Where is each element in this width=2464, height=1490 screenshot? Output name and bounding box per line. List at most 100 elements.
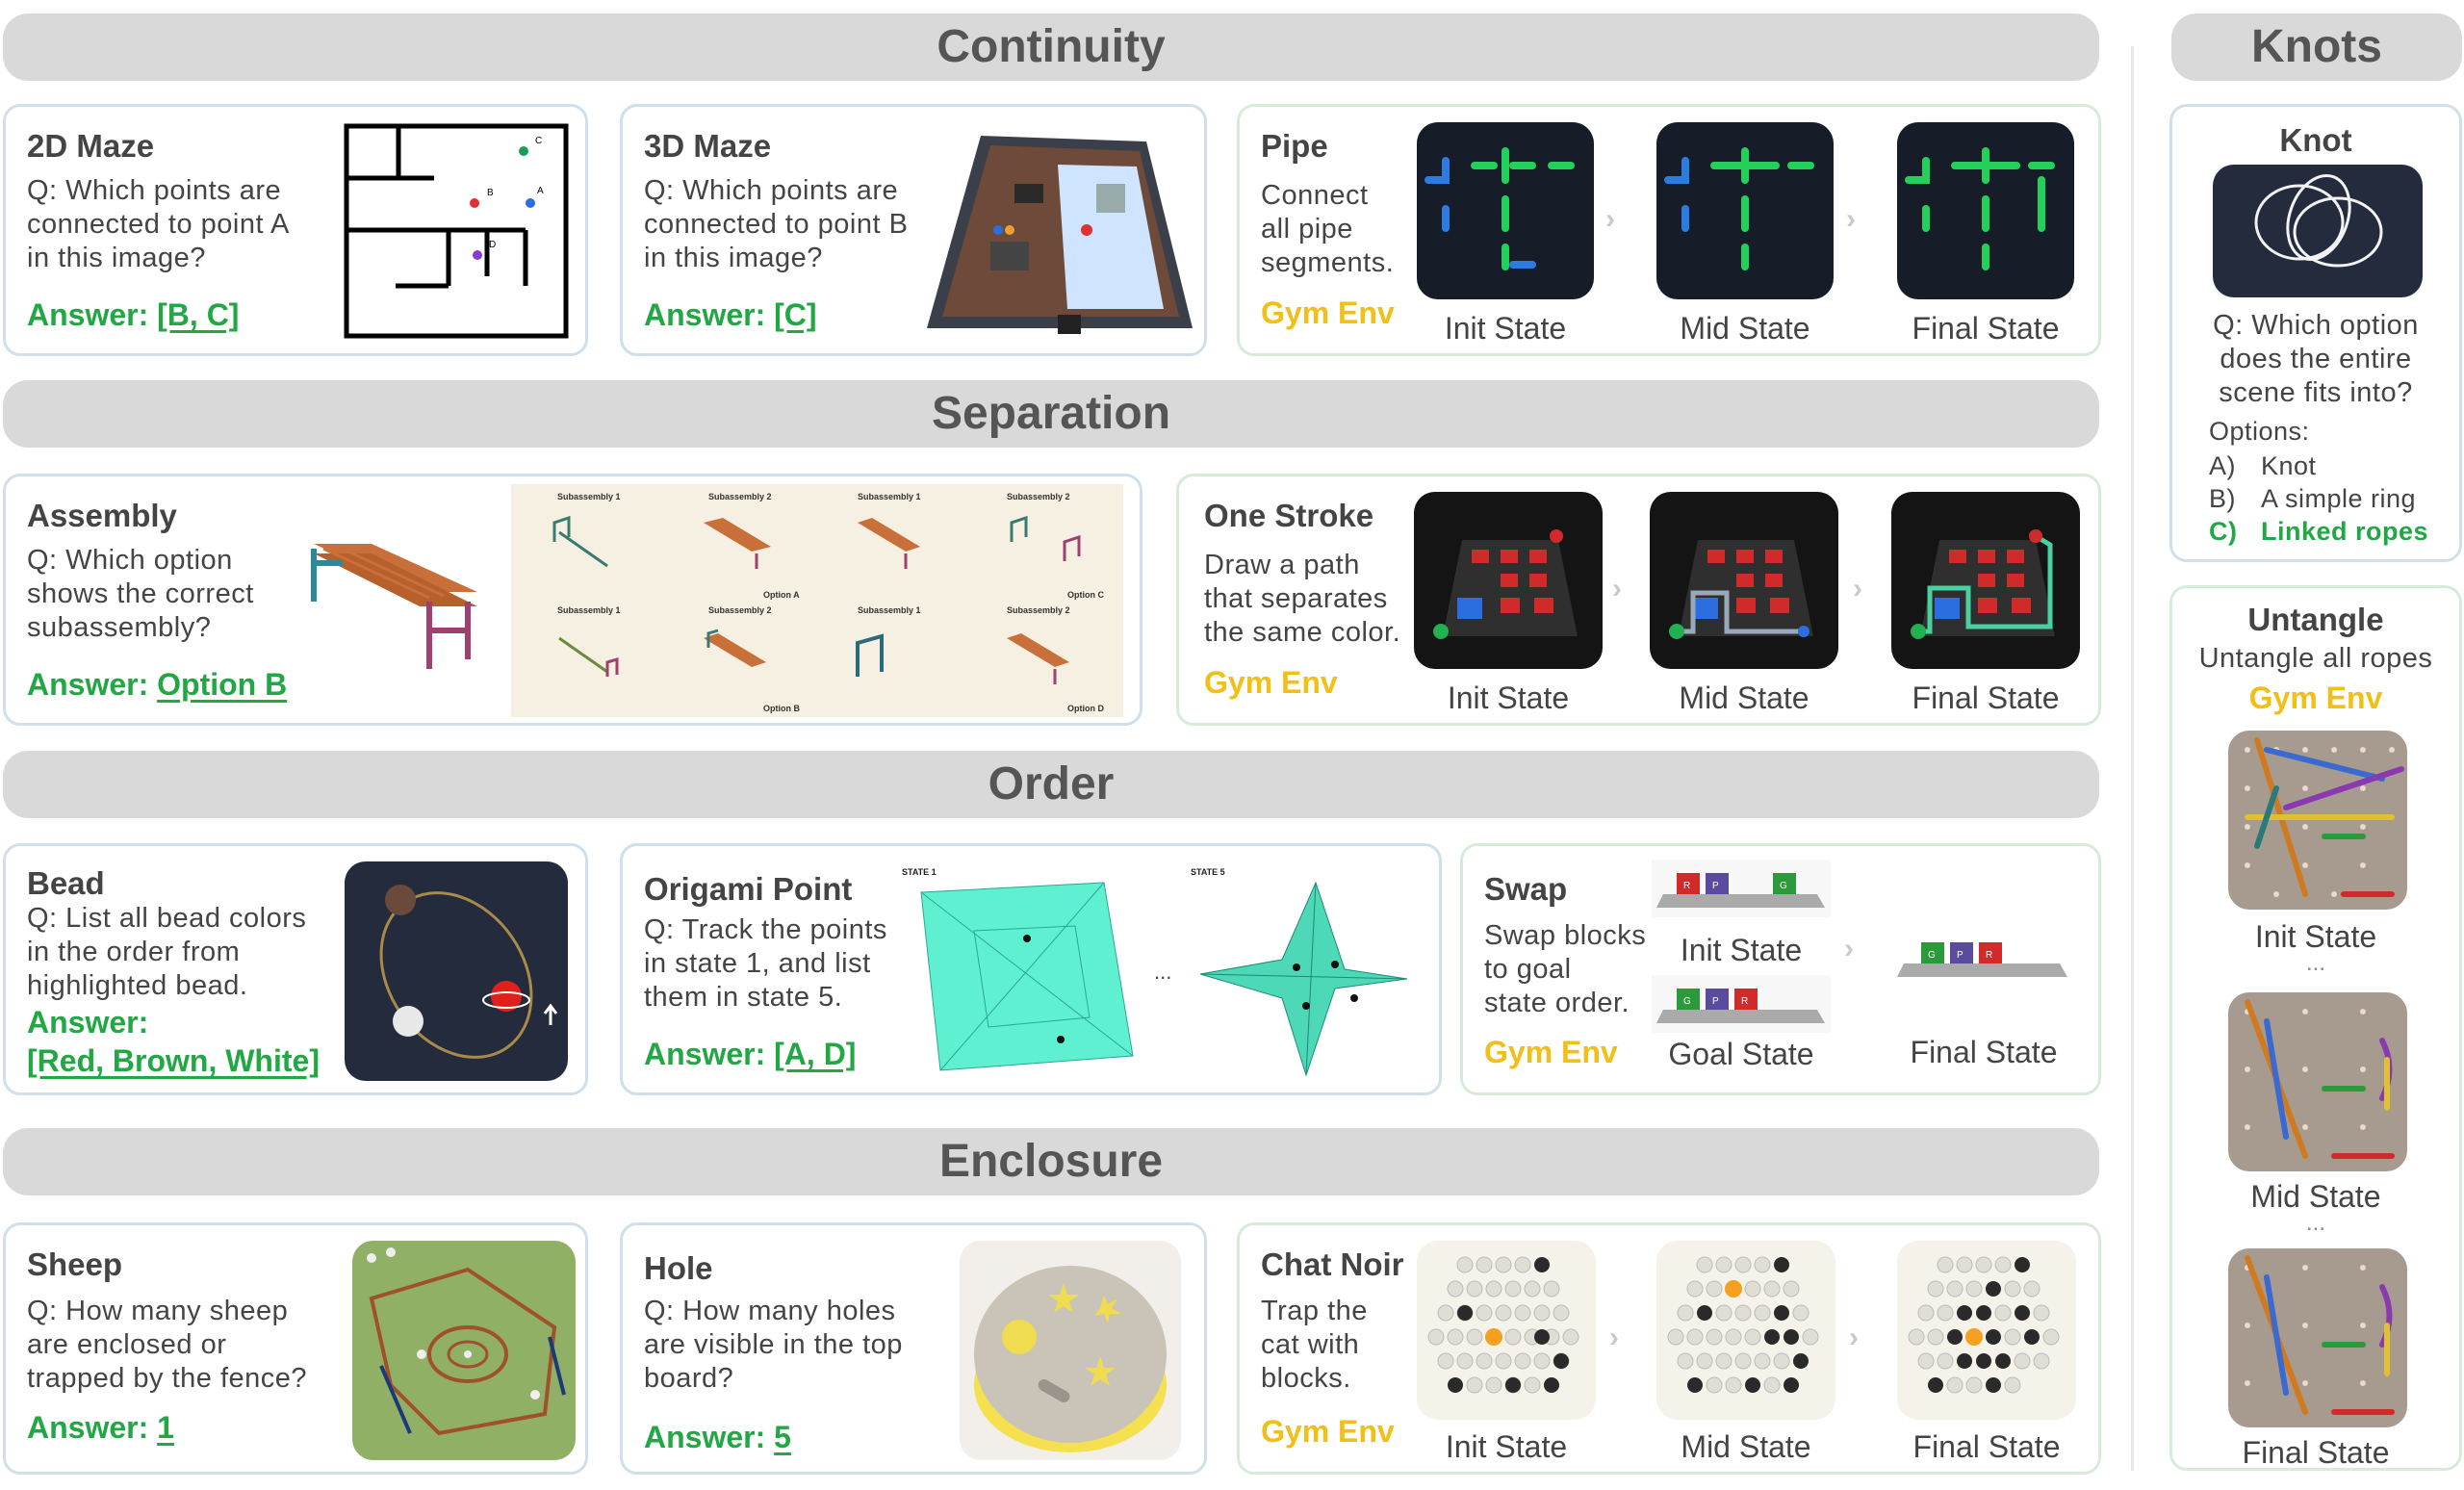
card-title: Sheep <box>27 1246 123 1282</box>
question-line: shows the correct <box>27 578 254 609</box>
onestroke-final-image <box>1891 492 2080 669</box>
state-label: Mid State <box>1681 1429 1811 1464</box>
question-line: Q: List all bead colors <box>27 903 307 934</box>
ellipsis: ... <box>2305 1210 2325 1236</box>
answer-value: [Red, Brown, White] <box>27 1043 320 1079</box>
card-untangle: Untangle Untangle all ropes Gym Env Init… <box>2169 585 2462 1471</box>
chatnoir-init-image <box>1417 1241 1596 1420</box>
question-line: Q: Which option <box>2213 310 2419 341</box>
pipe-final-image <box>1897 122 2074 299</box>
desc-line: that separates <box>1204 583 1388 614</box>
chevron-right-icon: › <box>1605 203 1615 235</box>
answer-value: Option B <box>157 667 288 702</box>
answer-value: [B, C] <box>157 297 240 332</box>
pipe-init-image <box>1417 122 1594 299</box>
state-label: Init State <box>1444 311 1567 346</box>
question-line: highlighted bead. <box>27 970 248 1001</box>
desc-line: the same color. <box>1204 617 1401 648</box>
chevron-right-icon: › <box>1846 203 1856 235</box>
state-label: Final State <box>2242 1435 2390 1470</box>
state-label: Mid State <box>1679 681 1810 715</box>
card-title: Bead <box>27 865 105 901</box>
answer-label: Answer: <box>27 1410 149 1445</box>
question-line: Q: Which option <box>27 545 233 576</box>
subassembly-label: Subassembly 1 <box>557 492 621 501</box>
answer: Answer: [B, C] <box>27 297 239 333</box>
block-label: P <box>1957 950 1964 961</box>
option-label: Option A <box>763 590 800 600</box>
card-origami-point: Origami Point Q: Track the points in sta… <box>620 843 1442 1095</box>
state-tag: STATE 5 <box>1191 867 1225 877</box>
card-sheep: Sheep Q: How many sheep are enclosed or … <box>3 1222 588 1475</box>
desc-line: segments. <box>1261 247 1395 278</box>
gym-env-tag: Gym Env <box>2248 681 2383 715</box>
desc-line: Draw a path <box>1204 550 1360 580</box>
card-3d-maze: 3D Maze Q: Which points are connected to… <box>620 104 1207 356</box>
chevron-right-icon: › <box>1844 933 1854 964</box>
card-title: Assembly <box>27 498 177 533</box>
card-title: 3D Maze <box>644 128 772 164</box>
card-title: Chat Noir <box>1261 1246 1404 1282</box>
untangle-init-image <box>2228 731 2407 910</box>
card-bead: Bead Q: List all bead colors in the orde… <box>3 843 588 1095</box>
gym-env-tag: Gym Env <box>1261 1414 1395 1449</box>
answer-text: [Red, Brown, White] <box>27 1043 320 1078</box>
chatnoir-mid-image <box>1656 1241 1835 1420</box>
option-key: B) <box>2209 484 2236 513</box>
desc-line: Untangle all ropes <box>2198 643 2433 674</box>
answer: Answer: [C] <box>644 297 817 333</box>
block-label: R <box>1683 881 1690 891</box>
question-line: trapped by the fence? <box>27 1363 308 1394</box>
question-line: board? <box>644 1363 734 1394</box>
point-label: C <box>535 136 542 146</box>
section-title: Separation <box>931 388 1171 439</box>
desc-line: Trap the <box>1261 1296 1368 1326</box>
maze-2d-image: C A B D <box>344 123 569 339</box>
desc-line: cat with <box>1261 1329 1360 1360</box>
block-label: R <box>1986 950 1992 961</box>
state-label: Init State <box>1445 1429 1568 1464</box>
option-text: A simple ring <box>2261 484 2417 513</box>
answer-value: [C] <box>774 297 817 332</box>
desc-line: all pipe <box>1261 214 1353 244</box>
point-label: A <box>537 186 544 196</box>
card-title: Swap <box>1484 871 1568 907</box>
question-line: them in state 5. <box>644 982 843 1013</box>
question-line: Q: Track the points <box>644 914 887 945</box>
question-line: connected to point B <box>644 209 909 240</box>
block-label: P <box>1712 996 1719 1007</box>
state-label: Final State <box>1912 681 2060 715</box>
onestroke-init-image <box>1414 492 1603 669</box>
card-title: Untangle <box>2247 602 2384 637</box>
answer-value: 1 <box>157 1410 174 1445</box>
subassembly-label: Subassembly 1 <box>858 605 921 615</box>
subassembly-options-image: Subassembly 1 Subassembly 2 Subassembly … <box>511 484 1123 717</box>
desc-line: blocks. <box>1261 1363 1351 1394</box>
answer-value: 5 <box>774 1420 791 1454</box>
maze-3d-image <box>927 136 1193 334</box>
card-hole: Hole Q: How many holes are visible in th… <box>620 1222 1207 1475</box>
option-text: Knot <box>2261 451 2317 480</box>
chevron-right-icon: › <box>1853 573 1862 604</box>
block-label: G <box>1683 996 1691 1007</box>
point-label: D <box>489 240 496 250</box>
card-title: Knot <box>2279 122 2352 158</box>
answer-label: Answer: <box>644 1037 766 1071</box>
origami-image: STATE 1 ... STATE 5 <box>902 867 1408 1077</box>
section-banner-order: Order <box>3 751 2099 818</box>
chatnoir-final-image <box>1897 1241 2076 1420</box>
bench-image <box>311 544 477 669</box>
question-line: Q: Which points are <box>644 175 899 206</box>
answer: Answer: Option B <box>27 667 287 703</box>
question-line: in the order from <box>27 937 241 967</box>
section-title: Knots <box>2251 21 2382 72</box>
section-banner-separation: Separation <box>3 380 2099 448</box>
question-line: are enclosed or <box>27 1329 227 1360</box>
card-assembly: Assembly Q: Which option shows the corre… <box>3 474 1142 726</box>
answer: Answer: 5 <box>644 1420 791 1455</box>
sheep-image <box>352 1241 576 1460</box>
state-label: Mid State <box>2250 1179 2381 1214</box>
chevron-right-icon: › <box>1849 1322 1859 1353</box>
point-label: B <box>487 188 494 198</box>
hole-image <box>960 1241 1181 1460</box>
